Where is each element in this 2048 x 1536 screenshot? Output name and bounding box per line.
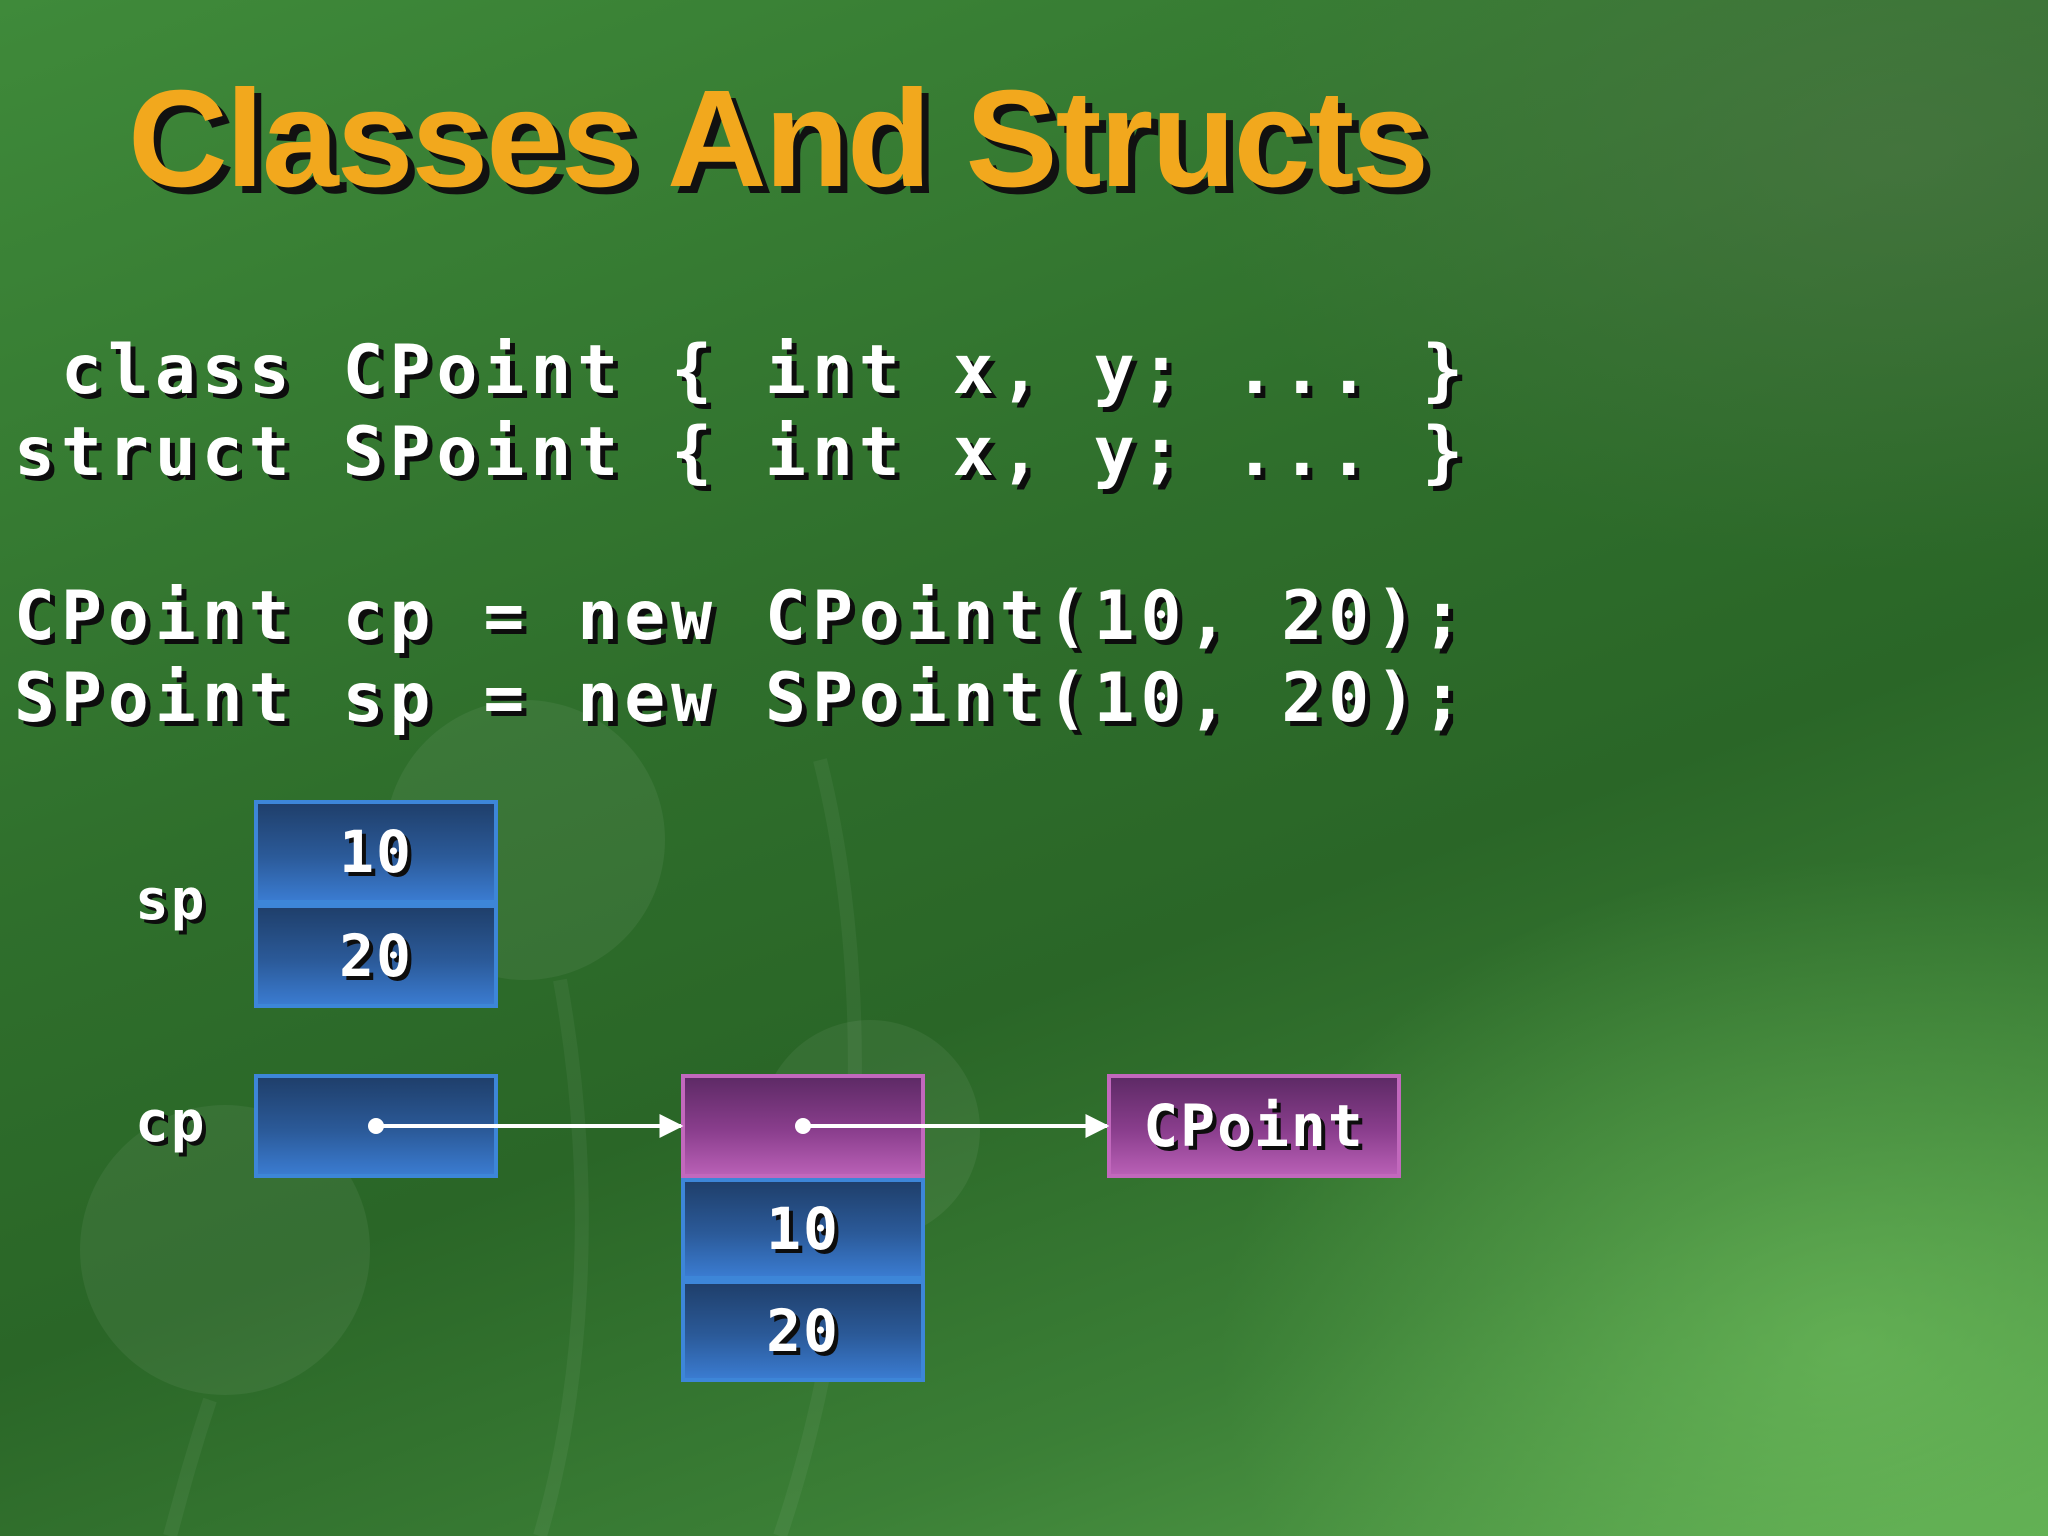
heap-object-header xyxy=(681,1074,925,1178)
struct-instantiation: SPoint sp = new SPoint(10, 20); xyxy=(14,659,1470,738)
cp-reference-box xyxy=(254,1074,498,1178)
class-declaration: class CPoint { int x, y; ... } xyxy=(14,331,1470,410)
struct-declaration: struct SPoint { int x, y; ... } xyxy=(14,413,1470,492)
sp-x-field: 10 xyxy=(254,800,498,904)
type-object-box: CPoint xyxy=(1107,1074,1401,1178)
heap-x-field: 10 xyxy=(681,1178,925,1280)
sp-y-field: 20 xyxy=(254,904,498,1008)
cp-label: cp xyxy=(135,1090,207,1155)
heap-y-field: 20 xyxy=(681,1280,925,1382)
type-declarations: class CPoint { int x, y; ... } struct SP… xyxy=(14,330,1469,494)
class-instantiation: CPoint cp = new CPoint(10, 20); xyxy=(14,577,1470,656)
instantiations: CPoint cp = new CPoint(10, 20); SPoint s… xyxy=(14,576,1469,740)
slide-title: Classes And Structs xyxy=(128,62,1429,216)
sp-label: sp xyxy=(135,868,207,933)
